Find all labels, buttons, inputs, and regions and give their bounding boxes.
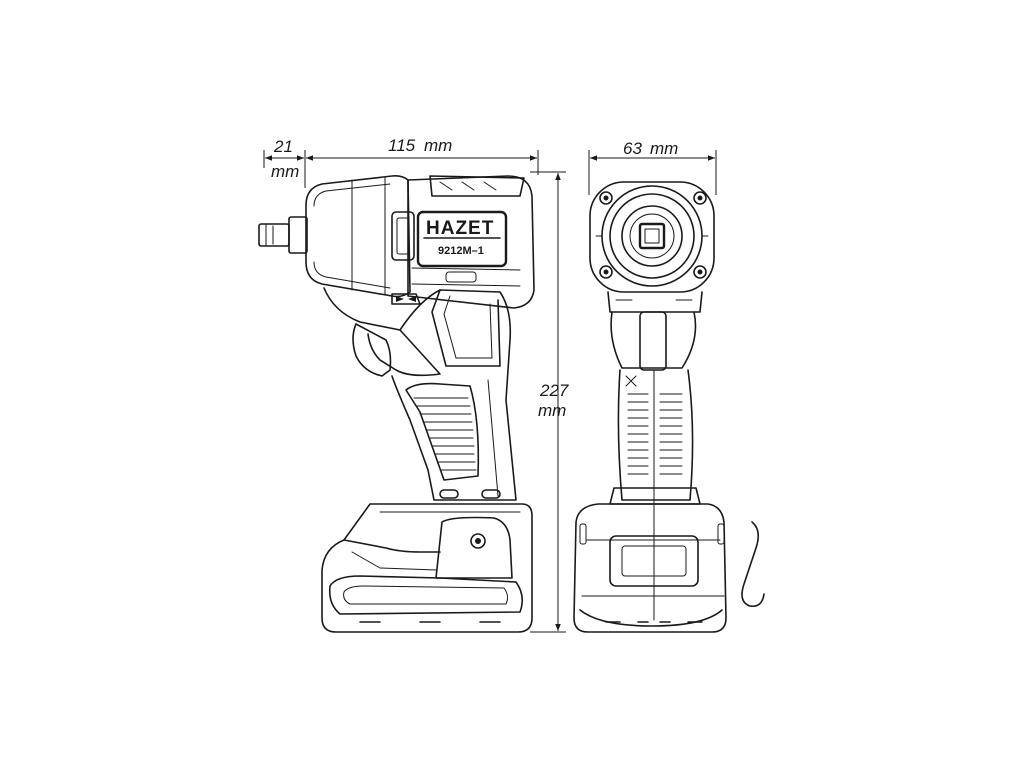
dim-width-value: 63 [623, 139, 642, 158]
dim-height-value: 227 [539, 381, 569, 400]
dim-anvil-value: 21 [273, 137, 293, 156]
front-grip-ribs [627, 393, 683, 475]
dim-length-unit: mm [424, 136, 452, 155]
dim-width-unit: mm [650, 139, 678, 158]
hammer-case [305, 175, 411, 298]
grip-ribs [413, 397, 477, 471]
front-head [589, 181, 715, 293]
label-plate [416, 210, 508, 268]
grip-side-panel [431, 289, 501, 367]
front-battery [573, 503, 727, 633]
direction-switch [391, 293, 421, 305]
dim-height-unit: mm [538, 401, 566, 420]
anvil-drive [258, 216, 308, 254]
model-label: 9212M–1 [438, 245, 484, 257]
battery-pack [321, 503, 533, 633]
front-view [573, 181, 765, 633]
dimension-lines [263, 150, 717, 633]
dim-anvil-unit: mm [271, 162, 299, 181]
belt-clip [741, 521, 765, 608]
grip-body [391, 289, 517, 501]
dim-length-value: 115 [388, 136, 416, 155]
dimension-labels: 21 mm 115 mm 63 mm 227 mm [271, 136, 678, 420]
front-neck [607, 291, 703, 313]
battery-latch [435, 516, 513, 579]
trigger-guard [323, 287, 441, 377]
trigger [352, 323, 392, 377]
side-view: HAZET 9212M–1 [258, 175, 535, 633]
grip-rubber [405, 382, 480, 481]
front-grip [617, 369, 694, 501]
brand-label: HAZET [426, 218, 494, 239]
